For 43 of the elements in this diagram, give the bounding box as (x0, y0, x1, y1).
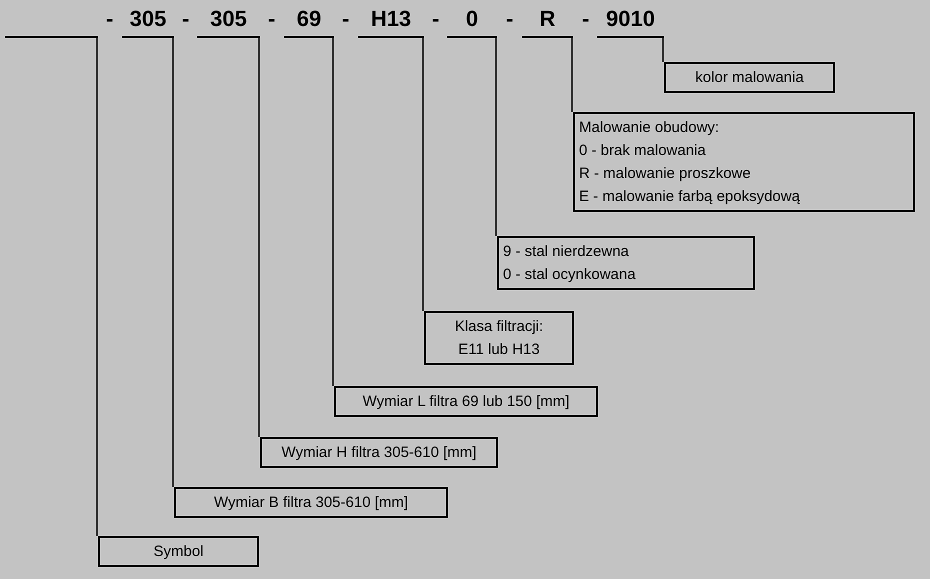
description-box (98, 536, 259, 567)
description-text: E11 lub H13 (457, 340, 541, 360)
leader-line (258, 38, 260, 437)
description-text: 0 - brak malowania (579, 141, 707, 161)
separator-dash: - (506, 5, 514, 33)
description-box (573, 112, 915, 212)
description-text: R - malowanie proszkowe (579, 164, 752, 184)
description-text: Wymiar L filtra 69 lub 150 [mm] (362, 392, 570, 412)
description-text: E - malowanie farbą epoksydową (579, 187, 801, 207)
code-segment: 69 (284, 4, 334, 38)
description-text: Wymiar B filtra 305-610 [mm] (212, 493, 410, 513)
leader-line (662, 38, 664, 62)
description-box (334, 386, 598, 417)
separator-dash: - (182, 5, 190, 33)
code-segment: 9010 (597, 4, 664, 38)
description-text: Malowanie obudowy: (579, 118, 720, 138)
description-text: Symbol (152, 542, 205, 562)
leader-line (332, 38, 334, 386)
leader-line (495, 38, 497, 236)
code-segment: R (522, 4, 573, 38)
description-box (260, 437, 498, 468)
separator-dash: - (106, 5, 114, 33)
code-segment: 305 (197, 4, 260, 38)
description-text: 9 - stal nierdzewna (503, 242, 630, 262)
description-text: kolor malowania (694, 68, 805, 88)
description-box (424, 311, 574, 365)
leader-line (422, 38, 424, 311)
code-segment: H13 (358, 4, 424, 38)
separator-dash: - (582, 5, 590, 33)
separator-dash: - (342, 5, 350, 33)
description-text: Klasa filtracji: (454, 317, 544, 337)
code-segment: 0 (447, 4, 497, 38)
leader-line (571, 38, 573, 112)
separator-dash: - (268, 5, 276, 33)
code-segment: 305 (122, 4, 174, 38)
description-box (497, 236, 755, 290)
leader-line (172, 38, 174, 487)
separator-dash: - (432, 5, 440, 33)
description-box (174, 487, 448, 518)
description-text: Wymiar H filtra 305-610 [mm] (280, 443, 478, 463)
description-text: 0 - stal ocynkowana (503, 265, 637, 285)
description-box (664, 62, 835, 93)
leader-line (96, 38, 98, 536)
